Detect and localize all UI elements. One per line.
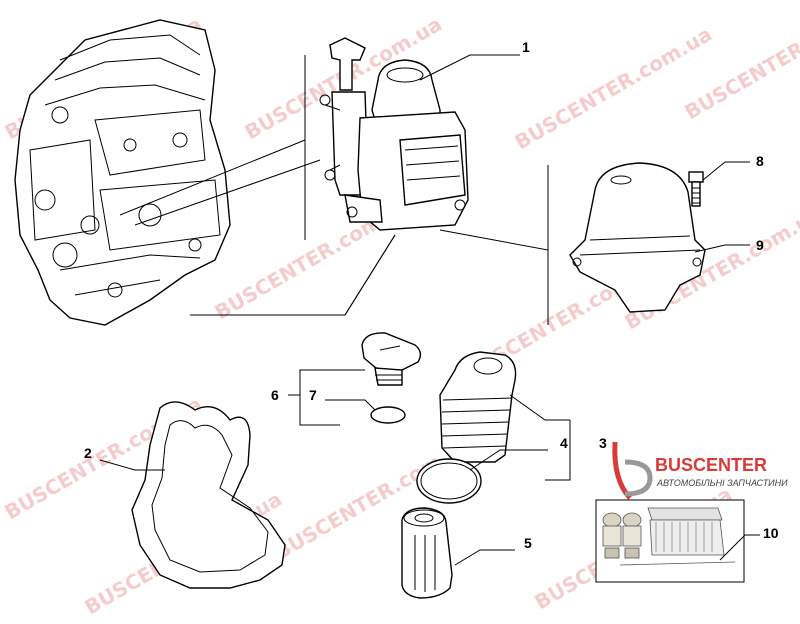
- callout-6: 6: [271, 387, 279, 403]
- gasket: [131, 401, 286, 589]
- callout-3: 3: [599, 435, 607, 451]
- logo-name: BUSCENTER: [655, 455, 767, 475]
- bolt: [688, 171, 704, 207]
- photo-box: [595, 499, 745, 583]
- o-ring-small: [370, 406, 406, 424]
- engine-link-line: [119, 139, 306, 216]
- leader-line-7: [325, 399, 376, 411]
- leader-line-3: [509, 394, 570, 421]
- callout-5: 5: [524, 535, 532, 551]
- callout-7: 7: [309, 387, 317, 403]
- callout-8: 8: [756, 153, 764, 169]
- callout-4: 4: [560, 435, 568, 451]
- oil-filler-cap: [361, 332, 422, 386]
- engine-block: [14, 19, 231, 326]
- logo-b-mark: [612, 441, 632, 500]
- leader-line-4: [469, 449, 548, 471]
- filter-housing: [569, 162, 706, 313]
- leader-line-6: [299, 369, 365, 426]
- callout-labels: 1 2 3 4 5 6 7 8 9 10: [84, 39, 779, 551]
- o-ring-large: [416, 458, 482, 504]
- frame-line: [344, 234, 396, 316]
- callout-9: 9: [756, 237, 764, 253]
- leader-line-5: [454, 549, 515, 566]
- frame-line: [439, 229, 549, 325]
- callout-2: 2: [84, 445, 92, 461]
- watermark-text: BUSCENTER.com.ua: [511, 22, 716, 154]
- oil-filter-element: [401, 507, 453, 599]
- leader-line-1: [419, 54, 520, 81]
- leader-line-3: [545, 420, 571, 481]
- oil-filter-module: [319, 37, 469, 231]
- leader-line-9: [694, 244, 750, 253]
- watermark-text: BUSCENTER.com.ua: [681, 0, 800, 124]
- logo-subtitle: АВТОМОБІЛЬНІ ЗАПЧАСТИНИ: [656, 478, 788, 488]
- callout-1: 1: [522, 39, 530, 55]
- callout-10: 10: [763, 525, 779, 541]
- leader-line-8: [702, 161, 750, 181]
- filter-cover: [439, 351, 517, 463]
- leader-lines: [99, 54, 760, 566]
- logo-b-mark: [624, 459, 653, 497]
- brand-logo: BUSCENTER АВТОМОБІЛЬНІ ЗАПЧАСТИНИ: [612, 441, 788, 500]
- leader-line-2: [99, 459, 165, 471]
- engine-link-line: [134, 159, 321, 226]
- leader-line-10: [719, 534, 760, 561]
